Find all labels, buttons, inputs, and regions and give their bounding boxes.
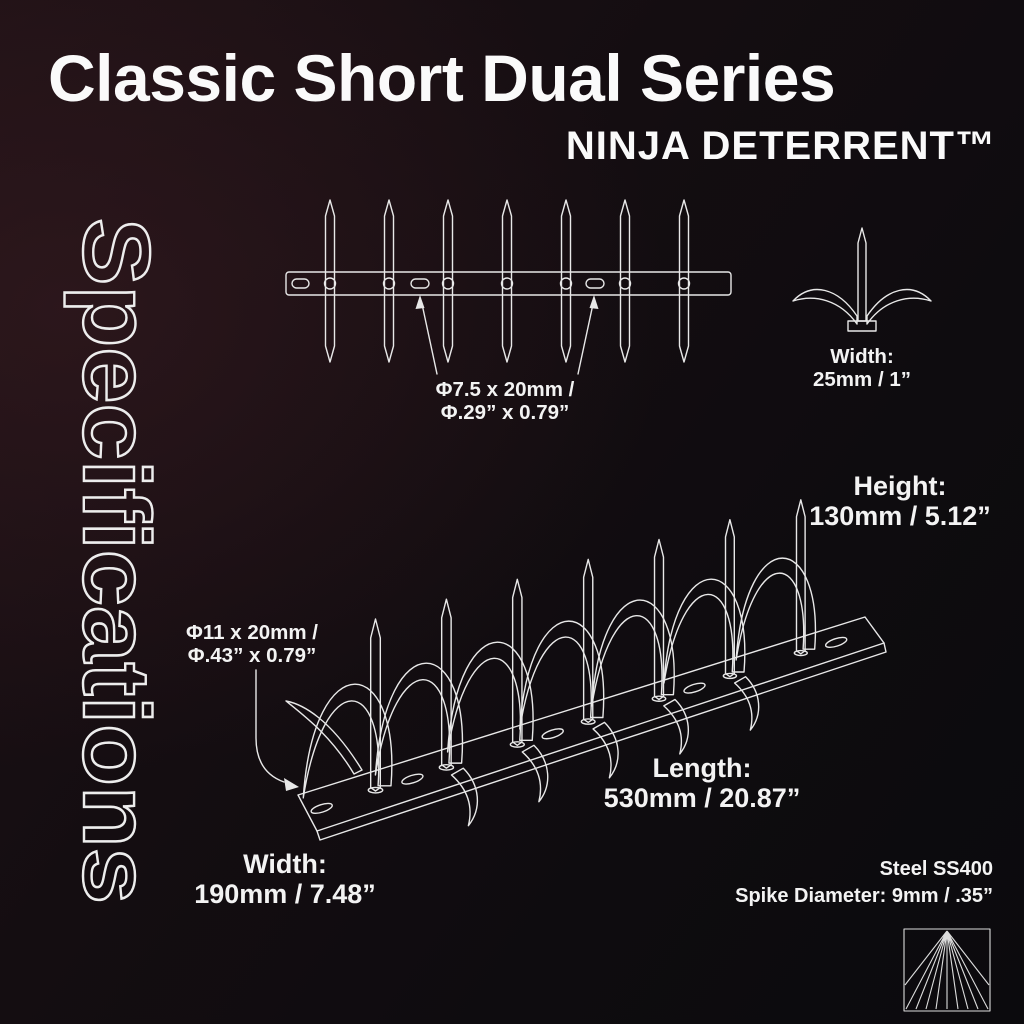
label-line: 190mm / 7.48” (194, 879, 376, 910)
label-line: 530mm / 20.87” (603, 783, 801, 814)
length-label: Length: 530mm / 20.87” (604, 753, 801, 813)
page-title: Classic Short Dual Series (48, 41, 836, 115)
height-label: Height: 130mm / 5.12” (809, 471, 991, 531)
label-line: Φ7.5 x 20mm / (435, 378, 575, 401)
spike-diameter-spec: Spike Diameter: 9mm / .35” (735, 885, 993, 907)
single-spike-drawing (793, 228, 931, 331)
front-view-slot-spec-label: Φ7.5 x 20mm / Φ.29” x 0.79” (435, 378, 575, 425)
label-line: Length: (652, 753, 752, 783)
brand-name: NINJA DETERRENT™ (565, 124, 996, 168)
label-line: 25mm / 1” (813, 367, 911, 391)
label-line: Φ.29” x 0.79” (440, 400, 570, 424)
iso-width-label: Width: 190mm / 7.48” (194, 849, 376, 909)
side-label: Specifications (63, 218, 169, 904)
label-line: 130mm / 5.12” (809, 501, 991, 532)
label-line: Φ.43” x 0.79” (187, 643, 317, 667)
hole-spec-label: Φ11 x 20mm / Φ.43” x 0.79” (186, 621, 318, 668)
label-line: Width: (830, 345, 894, 368)
slot-arrow (415, 295, 438, 374)
end-view-width-label: Width: 25mm / 1” (813, 345, 911, 392)
label-line: Width: (243, 849, 327, 879)
material-spec: Steel SS400 (879, 858, 993, 880)
slot-arrow (578, 295, 599, 374)
label-line: Height: (853, 471, 947, 501)
iso-view-drawing (256, 498, 886, 840)
hole-leader-arrow (256, 670, 299, 791)
brand-logo-icon (903, 928, 991, 1012)
label-line: Φ11 x 20mm / (186, 621, 318, 644)
front-view-drawing (286, 199, 731, 374)
